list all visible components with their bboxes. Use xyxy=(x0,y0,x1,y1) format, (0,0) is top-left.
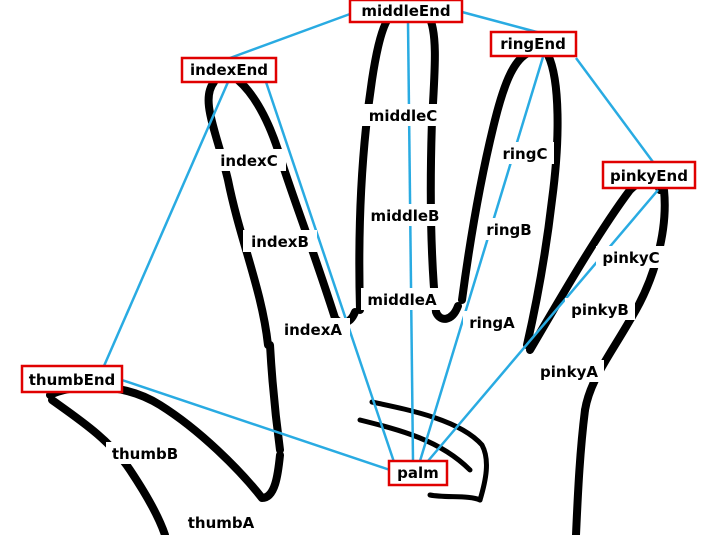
svg-text:pinkyEnd: pinkyEnd xyxy=(610,167,688,185)
label-middle-b: middleB xyxy=(365,204,445,226)
svg-text:thumbA: thumbA xyxy=(188,514,255,532)
connector-ring-pinky xyxy=(574,57,655,163)
label-index-a: indexA xyxy=(276,318,350,340)
label-middle-c: middleC xyxy=(362,104,444,126)
label-pinky-a: pinkyA xyxy=(534,360,604,382)
label-index-c: indexC xyxy=(212,149,286,171)
label-pinky-b: pinkyB xyxy=(565,298,635,320)
label-ring-c: ringC xyxy=(496,142,554,164)
svg-text:middleA: middleA xyxy=(367,291,437,309)
label-ring-b: ringB xyxy=(480,218,538,240)
label-thumb-end: thumbEnd xyxy=(20,364,124,394)
connector-lines xyxy=(102,10,659,472)
svg-text:ringC: ringC xyxy=(503,145,548,163)
label-index-end: indexEnd xyxy=(180,56,278,84)
label-pinky-c: pinkyC xyxy=(596,246,666,268)
connector-index-middle xyxy=(229,12,351,60)
connector-index-thumb xyxy=(102,81,230,367)
svg-text:ringB: ringB xyxy=(486,221,531,239)
label-thumb-a: thumbA xyxy=(180,511,262,533)
label-middle-end: middleEnd xyxy=(348,0,464,24)
svg-text:indexEnd: indexEnd xyxy=(190,61,268,79)
label-ring-end: ringEnd xyxy=(489,30,578,58)
label-middle-a: middleA xyxy=(361,288,443,310)
svg-text:indexC: indexC xyxy=(220,152,277,170)
svg-text:indexA: indexA xyxy=(284,321,342,339)
svg-text:ringA: ringA xyxy=(469,314,515,332)
svg-text:thumbB: thumbB xyxy=(112,445,178,463)
label-ring-a: ringA xyxy=(463,311,521,333)
label-palm: palm xyxy=(387,459,449,487)
connector-middle-palm xyxy=(406,21,415,462)
svg-text:palm: palm xyxy=(397,464,439,482)
svg-text:middleB: middleB xyxy=(371,207,440,225)
svg-text:pinkyC: pinkyC xyxy=(602,249,659,267)
connector-thumb-palm xyxy=(121,378,391,472)
svg-text:pinkyA: pinkyA xyxy=(540,363,598,381)
svg-text:middleEnd: middleEnd xyxy=(361,2,450,20)
svg-text:ringEnd: ringEnd xyxy=(500,35,566,53)
svg-text:pinkyB: pinkyB xyxy=(571,301,629,319)
svg-text:indexB: indexB xyxy=(251,233,309,251)
svg-text:middleC: middleC xyxy=(369,107,438,125)
connector-ring-palm xyxy=(418,56,545,462)
label-thumb-b: thumbB xyxy=(106,442,184,464)
connector-index-palm xyxy=(264,81,396,463)
label-index-b: indexB xyxy=(243,230,317,252)
svg-text:thumbEnd: thumbEnd xyxy=(29,371,116,389)
connector-pinky-palm xyxy=(427,189,659,462)
end-labels: middleEnd ringEnd indexEnd pinkyEnd thum… xyxy=(20,0,697,487)
label-pinky-end: pinkyEnd xyxy=(601,160,697,190)
joint-labels: middleC middleB middleA ringC ringB ring… xyxy=(106,104,666,533)
